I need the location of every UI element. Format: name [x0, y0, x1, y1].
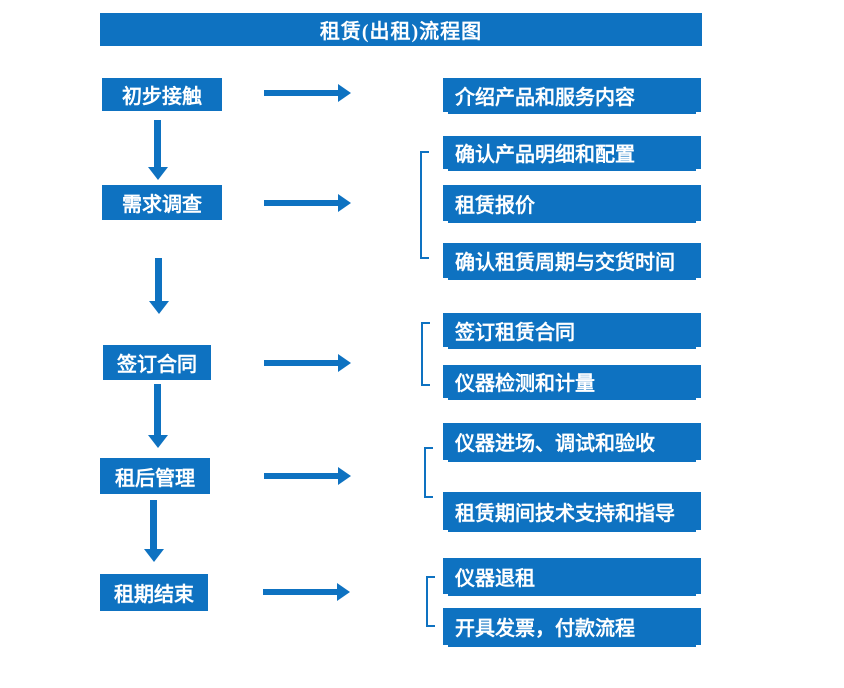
stage-box-lease-end: 租期结束: [100, 574, 208, 611]
stage-box-sign-contract: 签订合同: [103, 345, 211, 380]
bracket-group-lease-end: [426, 576, 435, 627]
arrow-down-icon-4: [150, 500, 157, 549]
arrow-right-icon-4: [264, 473, 338, 479]
arrow-right-icon-2: [264, 200, 338, 206]
arrow-down-icon-1: [154, 120, 161, 167]
arrow-down-icon-2: [155, 258, 162, 301]
arrow-right-icon-3: [264, 360, 338, 366]
arrow-right-icon-5: [263, 589, 337, 595]
bracket-group-demand-survey: [420, 151, 429, 259]
detail-box-introduce-products: 介绍产品和服务内容: [443, 78, 701, 112]
bracket-group-post-rental: [424, 447, 433, 498]
detail-box-instrument-setup-acceptance: 仪器进场、调试和验收: [443, 423, 701, 460]
arrow-right-icon-1: [264, 90, 338, 96]
stage-box-initial-contact: 初步接触: [102, 78, 222, 111]
detail-box-instrument-inspection: 仪器检测和计量: [443, 365, 701, 398]
detail-box-rental-quotation: 租赁报价: [443, 185, 701, 221]
stage-box-demand-survey: 需求调查: [102, 185, 222, 220]
detail-box-technical-support: 租赁期间技术支持和指导: [443, 492, 701, 530]
detail-box-confirm-period-delivery: 确认租赁周期与交货时间: [443, 243, 701, 278]
detail-box-confirm-product-config: 确认产品明细和配置: [443, 136, 701, 169]
detail-box-invoice-payment: 开具发票，付款流程: [443, 608, 701, 645]
flowchart-title: 租赁(出租)流程图: [100, 13, 702, 46]
arrow-down-icon-3: [154, 384, 161, 435]
bracket-group-sign-contract: [421, 322, 430, 386]
detail-box-instrument-return: 仪器退租: [443, 558, 701, 594]
detail-box-sign-rental-contract: 签订租赁合同: [443, 313, 701, 347]
stage-box-post-rental-management: 租后管理: [100, 458, 210, 494]
